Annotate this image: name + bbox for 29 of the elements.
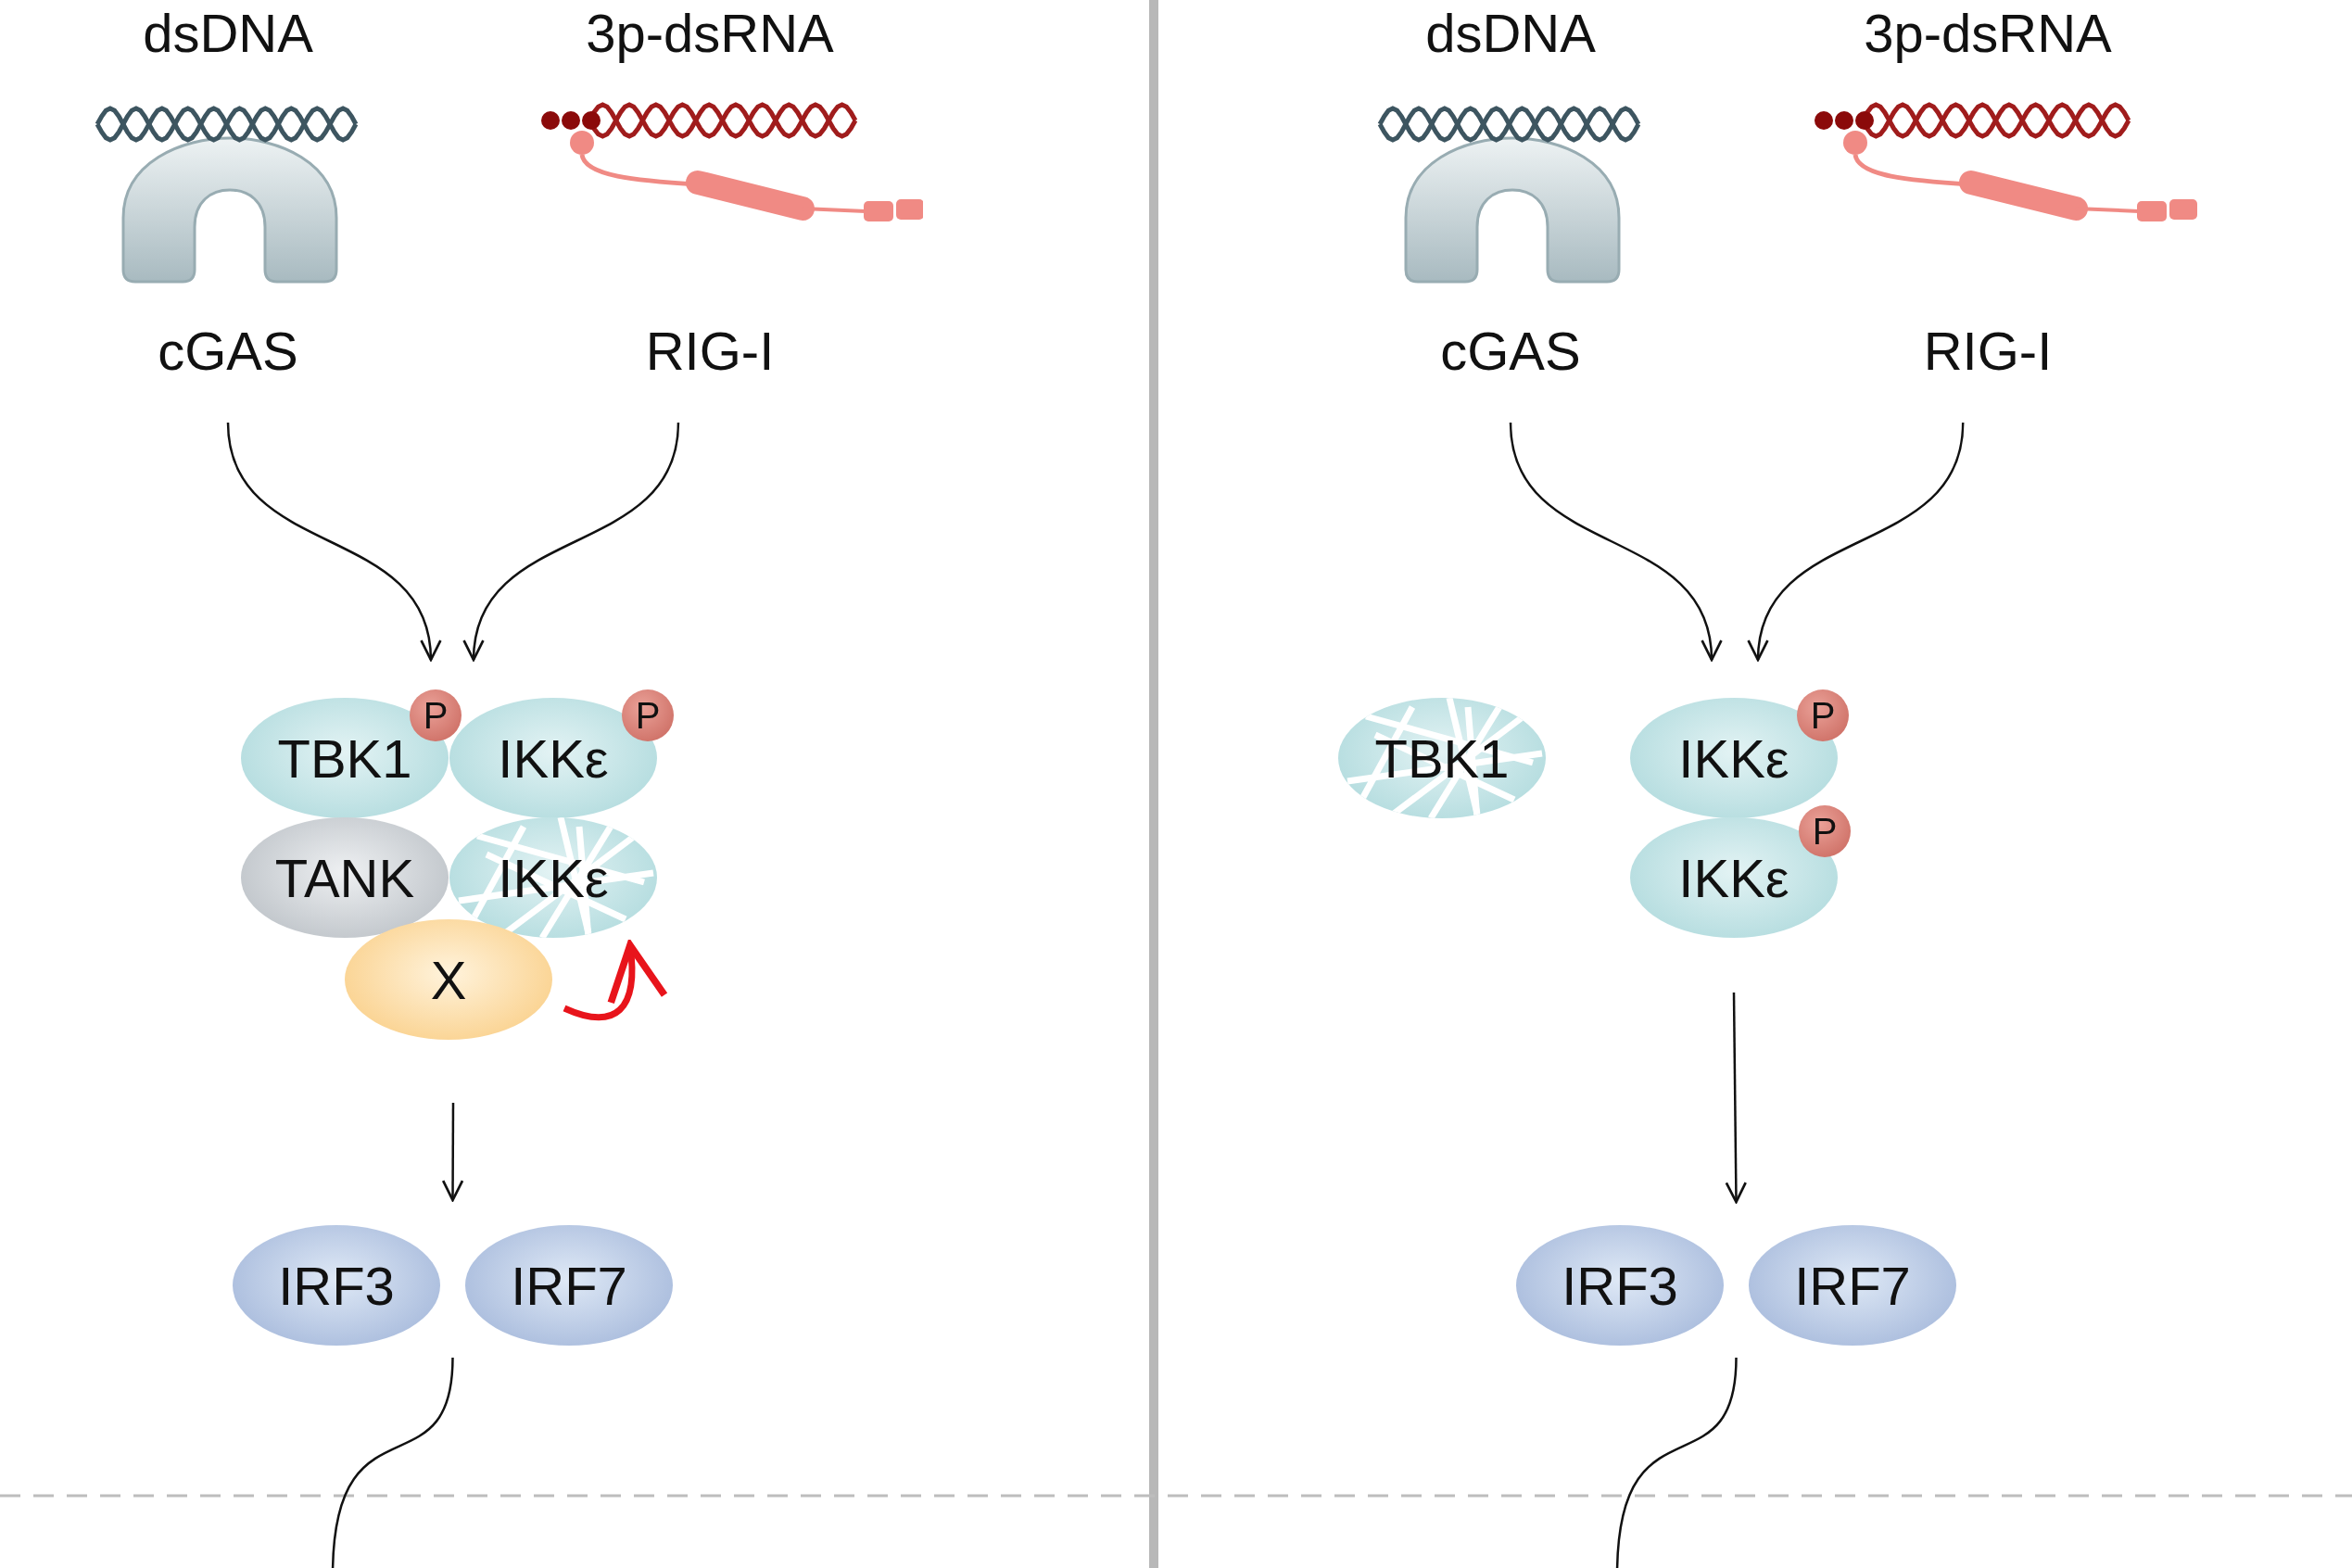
arrow (441, 1103, 464, 1202)
protein-ellipse: IRF7 (1749, 1225, 1956, 1346)
arrow (563, 942, 666, 1021)
protein-label: cGAS (1440, 320, 1581, 382)
arrow (1749, 422, 1965, 662)
phosphate-badge: P (1797, 689, 1849, 741)
protein-ellipse: X (345, 919, 552, 1040)
arrow (226, 422, 439, 662)
arrow (1509, 422, 1721, 662)
connector-line (1615, 1357, 1738, 1568)
molecule-label: dsDNA (143, 2, 313, 64)
protein-ellipse: IRF7 (465, 1225, 673, 1346)
phosphate-badge: P (622, 689, 674, 741)
connector-line (331, 1357, 454, 1568)
protein-label: RIG-I (1923, 320, 2053, 382)
arrow (464, 422, 680, 662)
protein-ellipse: IRF3 (1516, 1225, 1724, 1346)
phosphate-badge: P (1799, 805, 1851, 857)
arrow (1725, 993, 1748, 1204)
molecule-label: 3p-dsRNA (586, 2, 834, 64)
protein-label: cGAS (158, 320, 298, 382)
molecule-label: dsDNA (1425, 2, 1596, 64)
molecule-label: 3p-dsRNA (1864, 2, 2112, 64)
degraded-protein-ellipse: IKKε (449, 817, 657, 938)
protein-ellipse: IRF3 (233, 1225, 440, 1346)
protein-ellipse: TANK (241, 817, 449, 938)
degraded-protein-ellipse: TBK1 (1338, 698, 1546, 818)
protein-label: RIG-I (645, 320, 775, 382)
phosphate-badge: P (410, 689, 462, 741)
